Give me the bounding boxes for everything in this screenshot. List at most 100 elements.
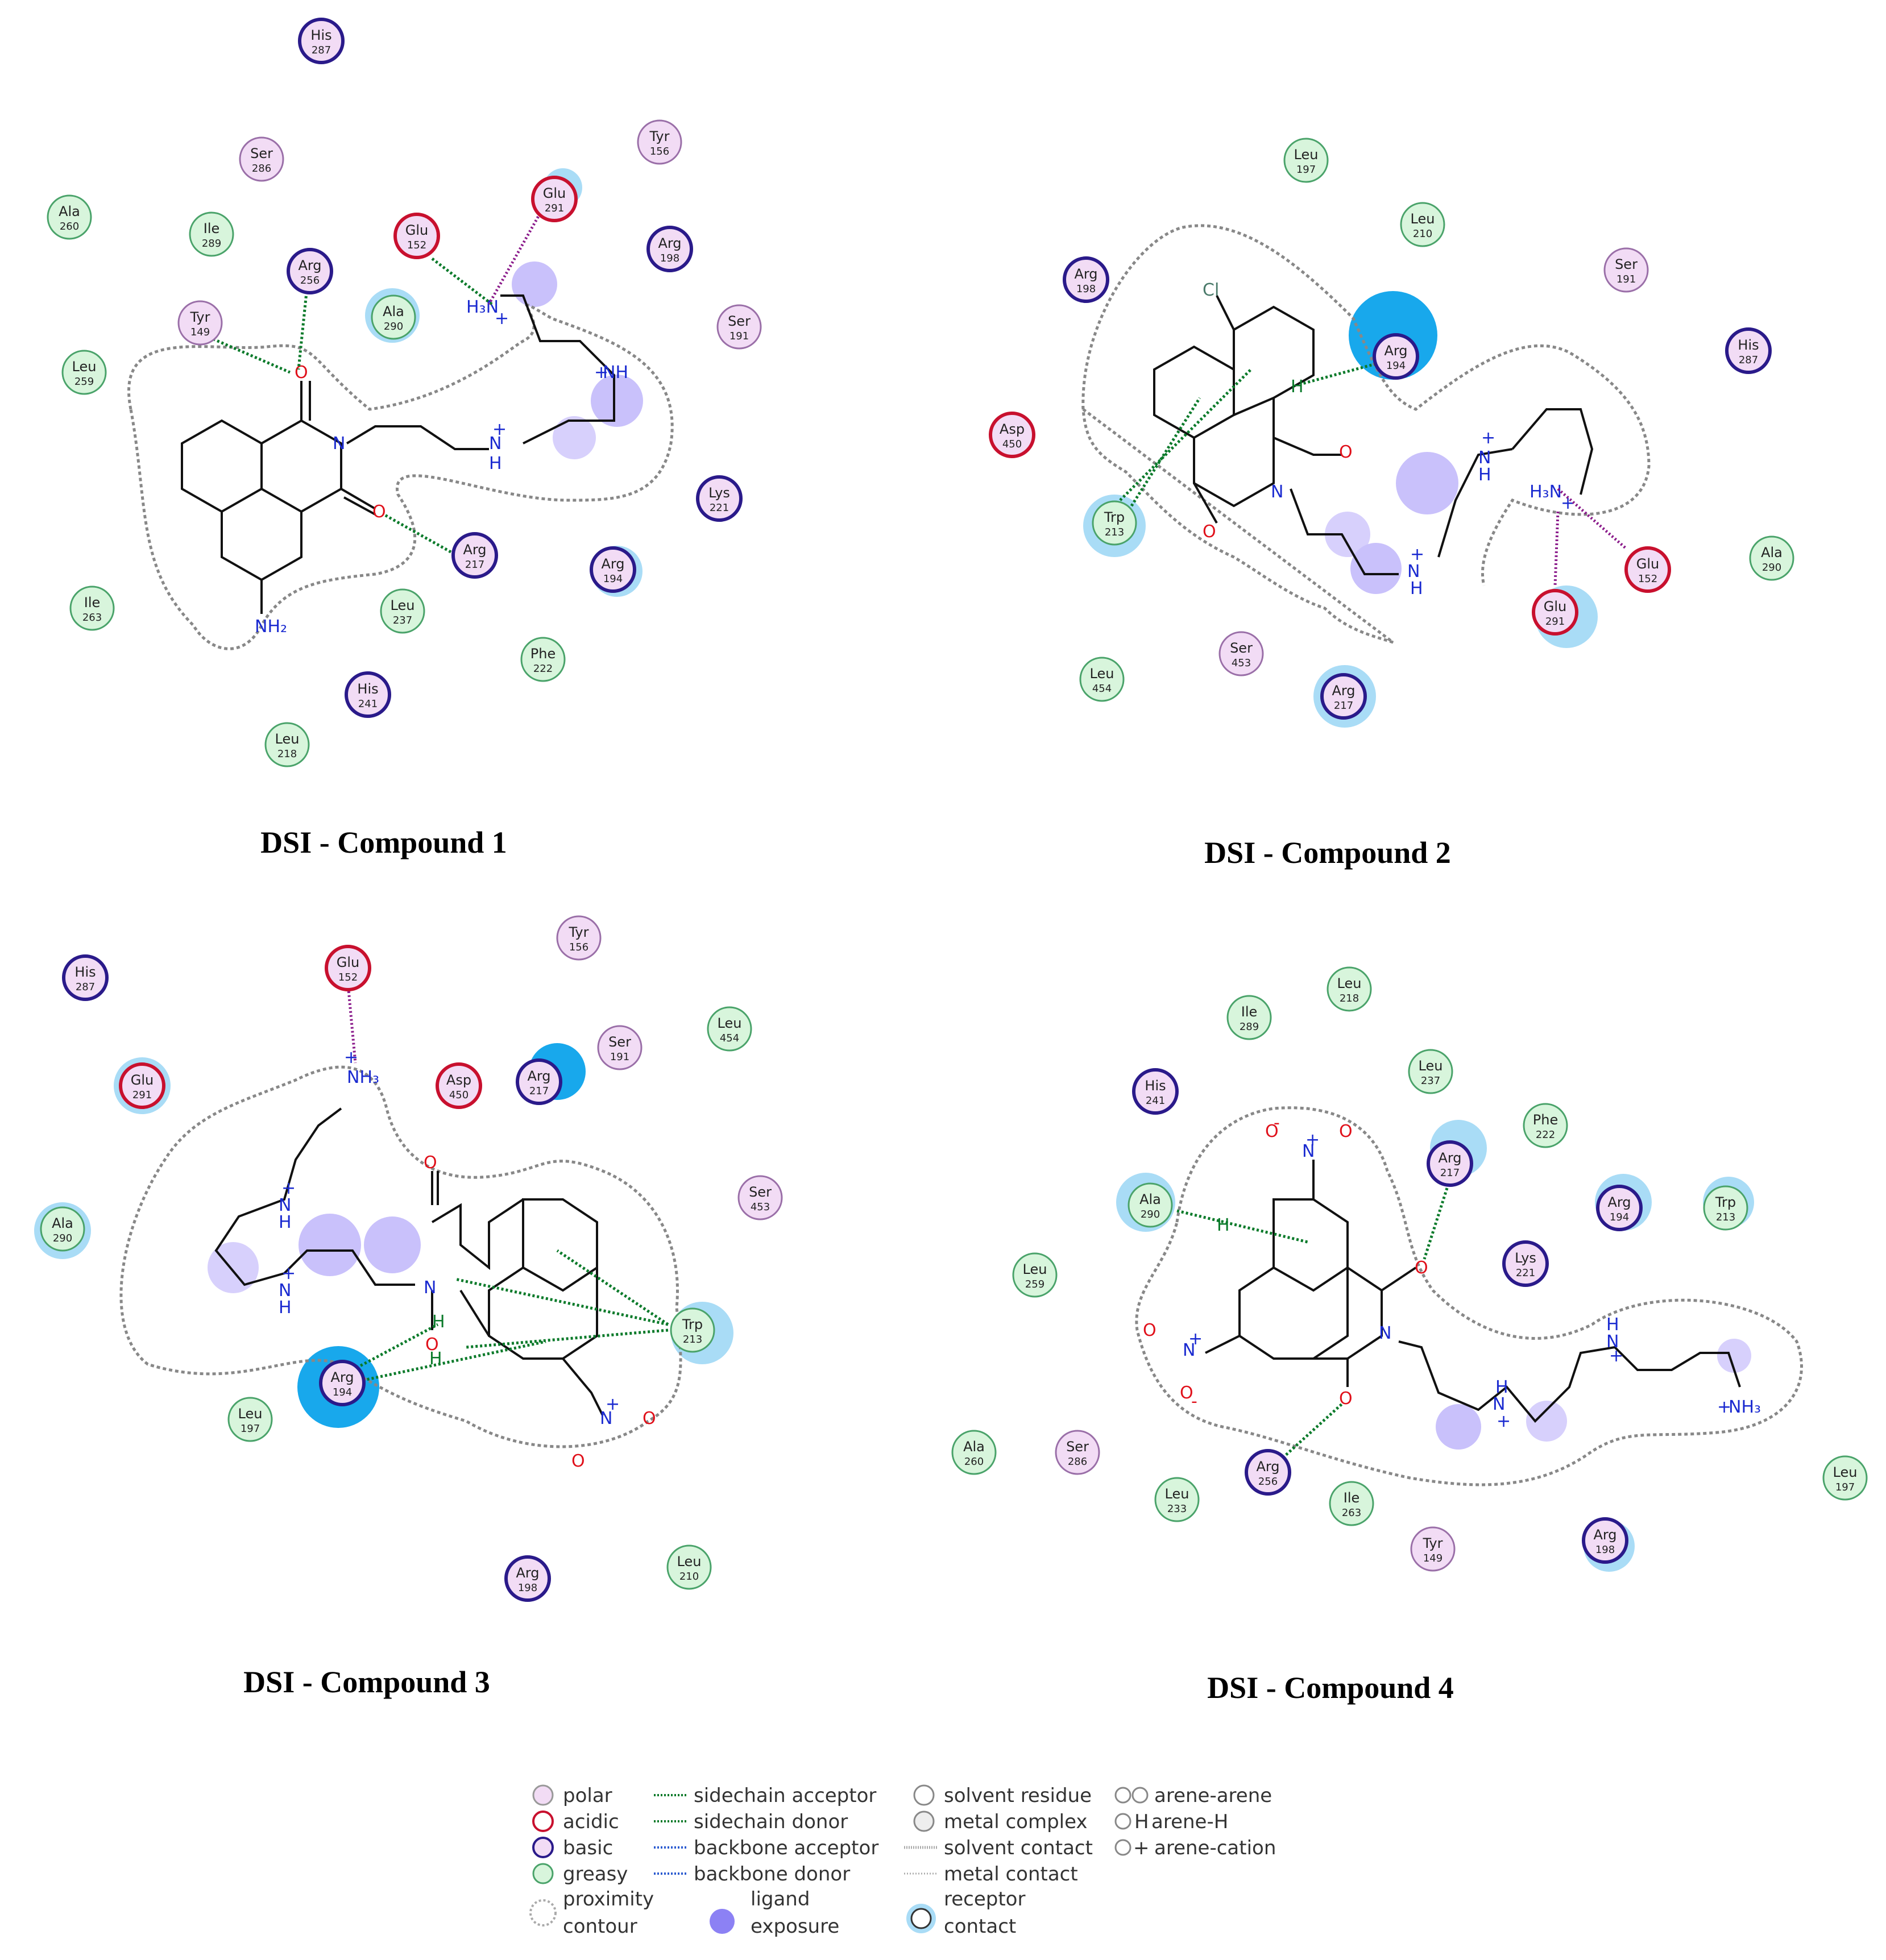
residue-group: Leu197Leu210Arg198Ser191Arg194His287Asp4… (989, 138, 1794, 720)
residue-name: His (1738, 337, 1759, 353)
legend-polar-swatch (532, 1784, 554, 1806)
residue-name: Ser (1066, 1439, 1089, 1455)
residue-disc (119, 1062, 165, 1109)
residue-number: 217 (529, 1085, 549, 1097)
residue-number: 291 (1545, 616, 1565, 628)
residue-name: Ser (250, 146, 273, 161)
residue-name: Ile (1241, 1004, 1258, 1020)
atom-label: N (489, 434, 501, 454)
residue-disc (951, 1430, 997, 1475)
arene-line (556, 1249, 669, 1326)
residue-number: 217 (465, 559, 484, 571)
residue-disc (1624, 546, 1671, 593)
residue-name: Trp (1104, 509, 1125, 525)
atom-label: + (281, 1264, 296, 1284)
atom-label: N (279, 1281, 291, 1301)
residue-disc (716, 304, 762, 350)
residue-name: Arg (1593, 1527, 1616, 1543)
atom-label: O (1339, 1122, 1353, 1141)
legend-arene-h: arene-H (1151, 1810, 1228, 1833)
residue-disc (1603, 247, 1649, 293)
residue-disc (380, 588, 425, 634)
atom-label: H (1606, 1315, 1619, 1335)
residue-number: 191 (729, 330, 749, 342)
atom-label: + (1481, 428, 1495, 448)
residue-number: 287 (1739, 354, 1758, 366)
proximity-contour (127, 303, 674, 650)
residue-name: Arg (601, 556, 624, 572)
legend-sidechain-donor: sidechain donor (694, 1810, 848, 1833)
residue-name: Leu (718, 1015, 742, 1031)
residue-number: 221 (710, 502, 729, 514)
residue-name: Ser (749, 1184, 772, 1200)
residue-name: Trp (682, 1317, 703, 1332)
legend-receptor-swatch (910, 1908, 932, 1929)
residue-number: 290 (1141, 1209, 1160, 1220)
atom-label: O (1180, 1383, 1193, 1403)
residue-name: Trp (1715, 1194, 1736, 1210)
residue-number: 149 (190, 326, 210, 338)
ionic-line (346, 983, 357, 1064)
residue-number: 197 (241, 1423, 260, 1435)
residue-number: 454 (1092, 683, 1112, 695)
atom-label: O (424, 1153, 437, 1173)
residue-disc (707, 1006, 752, 1052)
ligand-structure (1205, 1160, 1741, 1423)
atom-label: Cl (1203, 280, 1219, 300)
legend-exposure: exposure (751, 1915, 839, 1938)
residue-disc (1132, 1068, 1179, 1115)
legend-solvent-residue: solvent residue (944, 1784, 1092, 1807)
legend-solvent-residue-swatch (913, 1784, 935, 1806)
ligand-atoms: O N O + - H O N O + - O N O N H + N H + … (1143, 1113, 1761, 1431)
residue-name: His (357, 681, 378, 697)
residue-number: 287 (76, 981, 95, 993)
ligand-exposure (591, 375, 643, 427)
proximity-contour (1081, 224, 1651, 644)
residue-disc (40, 1206, 85, 1252)
residue-name: Arg (463, 542, 486, 558)
panel-caption: DSI - Compound 1 (260, 825, 507, 859)
residue-disc (177, 300, 223, 346)
panel-compound-3: NH₃ + N H + N H + O N O H H N O O + His2… (34, 915, 783, 1699)
ligand-exposure (1325, 512, 1370, 557)
atom-label: H (1291, 377, 1304, 397)
arene-line (466, 1328, 669, 1349)
hbond-line (383, 513, 456, 556)
panel-caption: DSI - Compound 4 (1207, 1671, 1454, 1705)
residue-name: Ser (608, 1034, 631, 1050)
hbond-line (204, 334, 291, 374)
residue-name: Ala (52, 1215, 73, 1231)
residue-disc (1427, 1140, 1473, 1187)
arene-h-icon (1114, 1813, 1131, 1830)
residue-name: Glu (543, 185, 566, 201)
arene-line (1119, 368, 1252, 501)
residue-name: Arg (1607, 1194, 1631, 1210)
residue-disc (451, 532, 498, 579)
hbond-line (297, 286, 309, 370)
legend-acidic: acidic (563, 1810, 619, 1833)
residue-disc (1523, 1103, 1568, 1148)
legend-backbone-donor: backbone donor (694, 1863, 850, 1886)
residue-disc (1079, 657, 1125, 702)
